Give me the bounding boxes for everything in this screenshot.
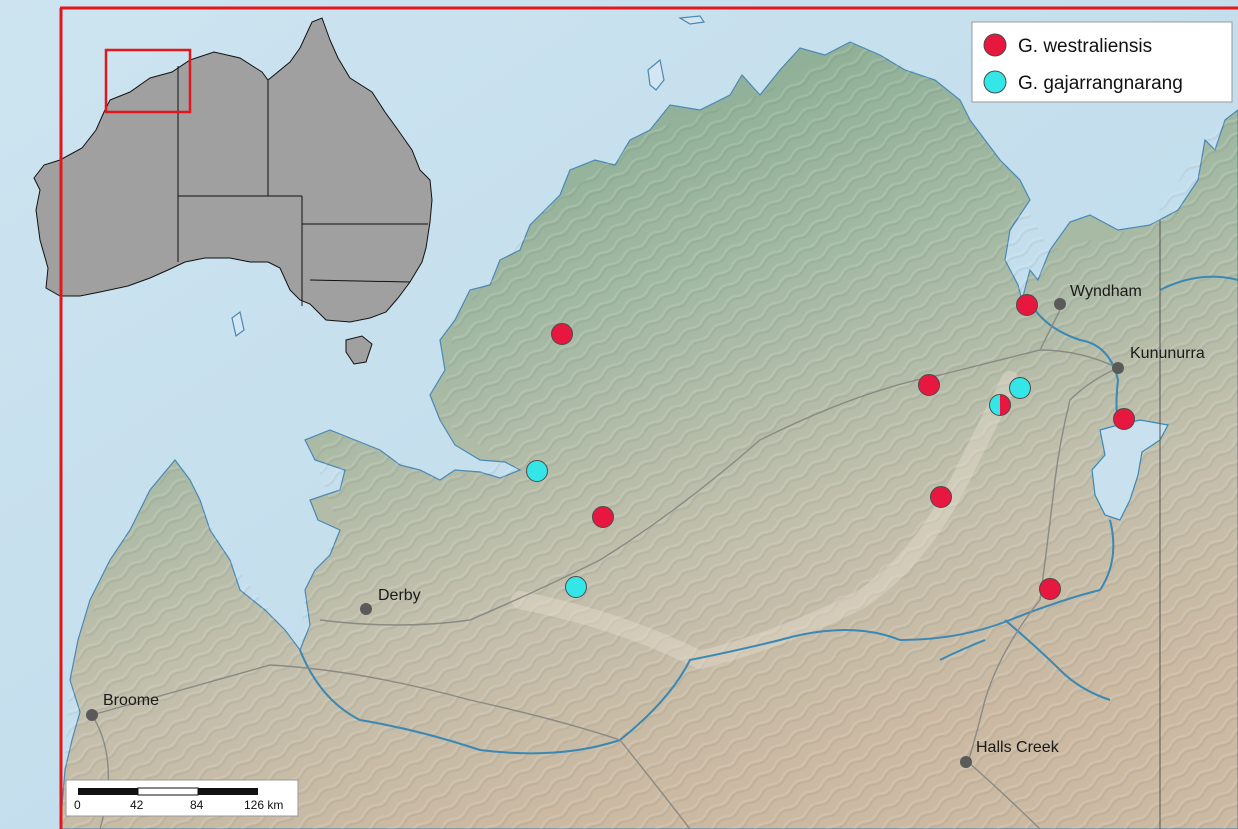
- scale-tick-0: 0: [74, 798, 81, 812]
- town-label-wyndham: Wyndham: [1070, 283, 1142, 300]
- towns: Wyndham Kununurra Derby Broome Halls Cre…: [86, 283, 1205, 768]
- town-label-derby: Derby: [378, 587, 421, 604]
- town-marker-broome: [86, 709, 98, 721]
- town-marker-wyndham: [1054, 298, 1066, 310]
- relief-texture: [60, 42, 1238, 829]
- scale-segment: [198, 788, 258, 795]
- town-label-kununurra: Kununurra: [1130, 345, 1205, 362]
- inset-australia-land: [33, 17, 433, 323]
- legend-label-gajarrangnarang: G. gajarrangnarang: [1018, 73, 1183, 94]
- record-gajarrangnarang[interactable]: [526, 460, 548, 482]
- scale-bar: 0 42 84 126 km: [65, 779, 299, 817]
- town-marker-kununurra: [1112, 362, 1124, 374]
- legend-marker-gajarrangnarang: [983, 70, 1007, 94]
- legend-box: [971, 21, 1233, 103]
- westraliensis-records: [551, 294, 1135, 600]
- town-label-broome: Broome: [103, 692, 159, 709]
- island: [647, 58, 665, 91]
- island: [231, 310, 245, 338]
- legend: G. westraliensis G. gajarrangnarang: [971, 21, 1233, 103]
- record-gajarrangnarang[interactable]: [565, 576, 587, 598]
- inset-tasmania: [345, 335, 373, 365]
- rivers: [299, 275, 1238, 755]
- inset-extent-box: [104, 48, 192, 114]
- island: [678, 15, 706, 25]
- record-sympatric[interactable]: [989, 394, 1011, 416]
- record-westraliensis[interactable]: [918, 374, 940, 396]
- inset-state-borders: [177, 66, 428, 306]
- legend-label-westraliensis: G. westraliensis: [1018, 36, 1152, 57]
- scale-tick-3: 126 km: [244, 798, 283, 812]
- gajarrangnarang-records: [526, 377, 1031, 598]
- scale-segment: [78, 788, 138, 795]
- record-westraliensis[interactable]: [1039, 578, 1061, 600]
- record-westraliensis[interactable]: [551, 323, 573, 345]
- record-westraliensis[interactable]: [592, 506, 614, 528]
- roads: [91, 309, 1119, 829]
- scale-tick-2: 84: [190, 798, 204, 812]
- scale-bar-background: [65, 779, 299, 817]
- record-gajarrangnarang[interactable]: [1009, 377, 1031, 399]
- town-marker-derby: [360, 603, 372, 615]
- lake-argyle: [1091, 419, 1169, 521]
- ridge-highlight: [511, 371, 1019, 670]
- scale-tick-1: 42: [130, 798, 144, 812]
- australia-inset: [33, 17, 433, 365]
- scale-segment: [137, 787, 199, 796]
- town-marker-halls-creek: [960, 756, 972, 768]
- record-westraliensis[interactable]: [1113, 408, 1135, 430]
- legend-marker-westraliensis: [983, 33, 1007, 57]
- record-westraliensis[interactable]: [930, 486, 952, 508]
- town-label-halls-creek: Halls Creek: [976, 739, 1060, 756]
- record-westraliensis[interactable]: [1016, 294, 1038, 316]
